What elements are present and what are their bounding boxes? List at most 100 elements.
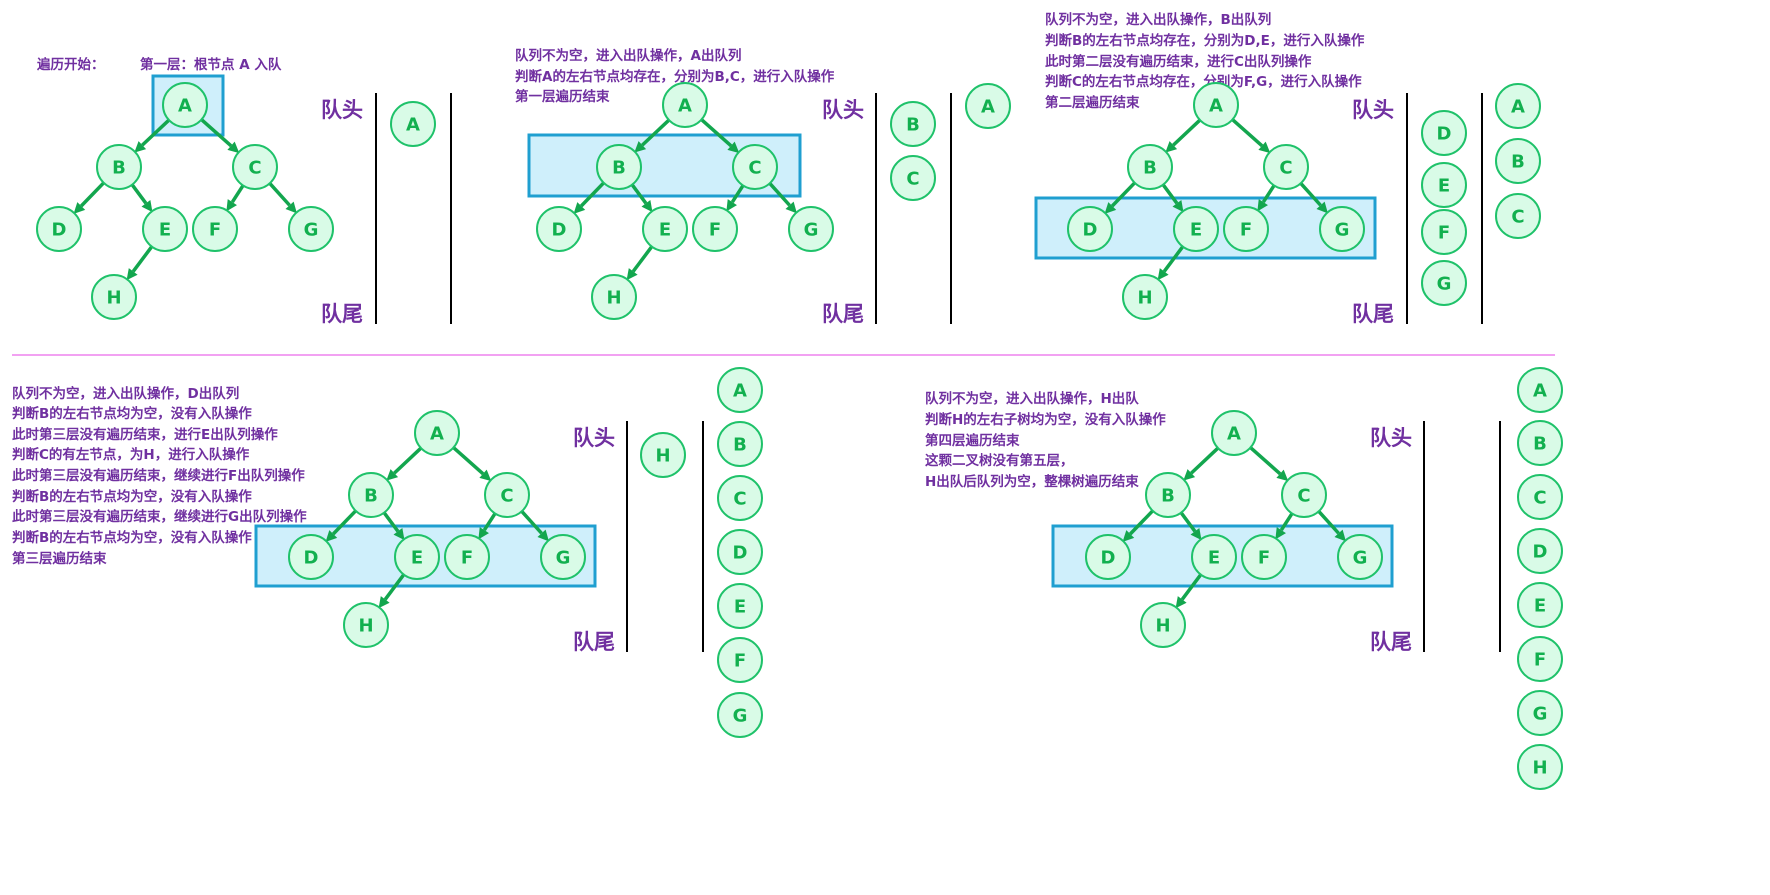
step4-output-D-circle: [717, 529, 763, 575]
step3-edge-B-E: [1161, 183, 1184, 213]
step3-tree-node-D-label: D: [1083, 220, 1098, 241]
step5-tree-node-D-circle: [1085, 534, 1131, 580]
step2-edge-A-C: [700, 118, 740, 154]
step5-tree-node-H: H: [1140, 602, 1186, 648]
step2-tree-node-B-label: B: [612, 158, 626, 179]
step2-tree-node-B-circle: [596, 144, 642, 190]
step3-tree-node-D: D: [1067, 206, 1113, 252]
step3-queue-F: F: [1421, 209, 1467, 255]
step5-output-C-circle: [1517, 474, 1563, 520]
step4-output-E-label: E: [734, 597, 746, 618]
step1-queue-tail-label: 队尾: [321, 302, 363, 326]
step1-tree-node-C-circle: [232, 144, 278, 190]
step5-tree-node-A-circle: [1211, 410, 1257, 456]
step3-queue-F-circle: [1421, 209, 1467, 255]
step4-tree-node-F-circle: [444, 534, 490, 580]
step4-output-C-circle: [717, 475, 763, 521]
step3-tree-node-E-label: E: [1190, 220, 1202, 241]
step5-output-A-label: A: [1533, 381, 1547, 402]
step2-tree-node-D-circle: [536, 206, 582, 252]
step1-tree-node-A: A: [162, 82, 208, 128]
step5-tree-node-D-label: D: [1101, 548, 1116, 569]
step4-tree-node-E: E: [394, 534, 440, 580]
step4-tree-node-G-circle: [540, 534, 586, 580]
step3-tree-node-D-circle: [1067, 206, 1113, 252]
step4-edge-C-F: [478, 512, 497, 540]
step1-tree-node-A-circle: [162, 82, 208, 128]
step2-tree-node-E: E: [642, 206, 688, 252]
step5-queue-tail-label: 队尾: [1370, 630, 1412, 654]
step3-edge-C-F: [1257, 184, 1276, 212]
step1-tree-node-D-circle: [36, 206, 82, 252]
step3-queue-E: E: [1421, 162, 1467, 208]
step3-queue-D-circle: [1421, 110, 1467, 156]
step5-output-D-label: D: [1533, 542, 1548, 563]
step4-tree-node-A-circle: [414, 410, 460, 456]
step4-output-B: B: [717, 421, 763, 467]
step2-queue-C: C: [890, 155, 936, 201]
step4-tree-node-H-label: H: [358, 616, 373, 637]
step1-tree-node-H-circle: [91, 274, 137, 320]
step5-tree-node-G-label: G: [1353, 548, 1368, 569]
step4-caption-3: 此时第三层没有遍历结束，进行E出队列操作: [12, 426, 278, 443]
step5-caption-1: 队列不为空，进入出队操作，H出队: [925, 390, 1139, 407]
step5-output-A: A: [1517, 367, 1563, 413]
step1-tree-node-C-label: C: [248, 158, 261, 179]
step2-tree-node-F-circle: [692, 206, 738, 252]
step1-tree-node-B: B: [96, 144, 142, 190]
step1-tree-node-F-label: F: [209, 220, 221, 241]
step4-tree-node-A-label: A: [430, 424, 444, 445]
step4-tree-node-E-label: E: [411, 548, 423, 569]
step4-tree-node-D: D: [288, 534, 334, 580]
step5-output-F-circle: [1517, 636, 1563, 682]
step2-tree-node-E-circle: [642, 206, 688, 252]
step4-output-G: G: [717, 692, 763, 738]
step1-tree-node-F: F: [192, 206, 238, 252]
step3-queue-G-circle: [1421, 260, 1467, 306]
step4-edge-B-D: [325, 509, 357, 542]
step3-queue-G: G: [1421, 260, 1467, 306]
step4-output-G-label: G: [733, 706, 748, 727]
step3-tree-node-G-label: G: [1335, 220, 1350, 241]
step5-output-F: F: [1517, 636, 1563, 682]
step4-output-F-circle: [717, 637, 763, 683]
step5-edge-E-H: [1175, 573, 1203, 609]
step4-tree-node-E-circle: [394, 534, 440, 580]
step1-tree-node-G-label: G: [304, 220, 319, 241]
step1-caption-2: 第一层：根节点 A 入队: [140, 56, 282, 73]
step1-tree-node-E-label: E: [159, 220, 171, 241]
step3-tree-node-C: C: [1263, 144, 1309, 190]
step4-caption-2: 判断B的左右节点均为空，没有入队操作: [12, 405, 252, 422]
step2-output-A-circle: [965, 83, 1011, 129]
step5-tree-node-E-label: E: [1208, 548, 1220, 569]
step5-tree-node-B-label: B: [1161, 486, 1175, 507]
step3-tree-node-H: H: [1122, 274, 1168, 320]
step5-output-D-circle: [1517, 528, 1563, 574]
step4-output-D: D: [717, 529, 763, 575]
step4-tree-node-D-circle: [288, 534, 334, 580]
step2-tree-node-F-label: F: [709, 220, 721, 241]
step2-edge-C-G: [768, 182, 797, 214]
step1-tree-node-B-circle: [96, 144, 142, 190]
step2-queue-B-label: B: [906, 115, 920, 136]
step5-tree-node-E-circle: [1191, 534, 1237, 580]
step3-edge-C-G: [1299, 182, 1328, 214]
step5-output-G-circle: [1517, 690, 1563, 736]
step5-edge-A-C: [1249, 446, 1289, 482]
step5-edge-C-G: [1317, 510, 1346, 542]
step3-tree-node-B-label: B: [1143, 158, 1157, 179]
step4-output-F: F: [717, 637, 763, 683]
step5-output-E-circle: [1517, 582, 1563, 628]
step5-tree-node-F-label: F: [1258, 548, 1270, 569]
step2-queue-B: B: [890, 101, 936, 147]
step3-tree-node-A-circle: [1193, 82, 1239, 128]
step1-tree-node-E: E: [142, 206, 188, 252]
step3-caption-1: 队列不为空，进入出队操作，B出队列: [1045, 11, 1271, 28]
step4-caption-9: 第三层遍历结束: [12, 550, 107, 567]
step2-tree-node-G-circle: [788, 206, 834, 252]
step2-tree-node-A: A: [662, 82, 708, 128]
step4-edge-E-H: [378, 573, 406, 609]
step4-output-A-label: A: [733, 381, 747, 402]
step4-edge-B-E: [382, 511, 405, 541]
